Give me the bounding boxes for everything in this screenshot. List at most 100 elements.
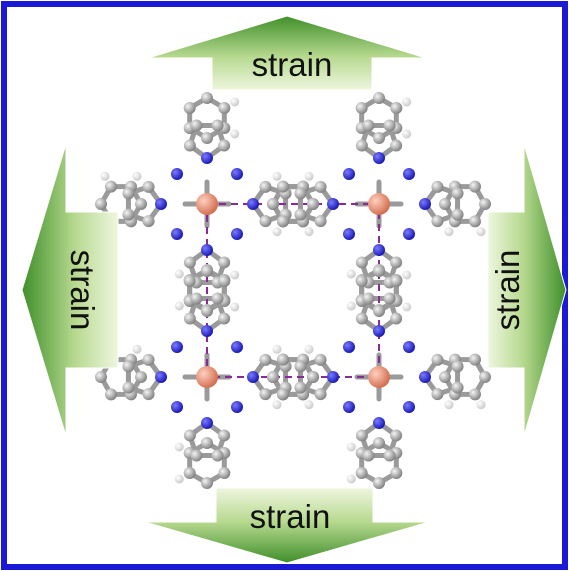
carbon-atom [294,381,307,394]
carbon-atom [431,388,444,401]
carbon-atom [183,256,196,269]
carbon-atom [373,437,385,449]
hydrogen-atom [272,400,282,410]
carbon-atom [314,180,327,193]
hydrogen-atom [346,301,356,311]
hydrogen-atom [132,171,142,181]
carbon-atom [469,215,481,228]
carbon-atom [439,371,451,383]
carbon-atom [390,102,403,114]
carbon-atom [314,388,327,401]
nitrogen-atom [201,417,213,429]
carbon-atom [211,119,224,132]
unit-cell-square [206,203,380,378]
hydrogen-atom [402,97,412,107]
carbon-atom [294,360,307,373]
carbon-atom [122,381,135,394]
carbon-atom [277,215,289,228]
nitrogen-atom [231,168,243,180]
bond-layer [98,95,488,486]
nitrogen-atom [231,228,243,240]
carbon-atom [142,353,155,366]
carbon-atom [390,256,403,269]
carbon-atom [390,312,403,325]
carbon-atom [201,305,213,317]
carbon-atom [469,353,481,366]
hydrogen-atom [304,400,314,410]
nitrogen-atom [231,401,243,413]
hydrogen-atom [476,400,486,410]
carbon-atom [390,467,403,479]
hydrogen-atom [304,344,314,354]
hydrogen-atom [132,344,142,354]
metal-atom [196,366,218,388]
nitrogen-atom [403,228,415,240]
carbon-atom [135,371,147,383]
hydrogen-atom [272,171,282,181]
carbon-atom [373,477,385,489]
carbon-atom [307,371,319,383]
carbon-atom [314,215,327,228]
carbon-atom [190,449,203,462]
carbon-atom [142,388,155,401]
right-strain-label: strain [489,250,526,331]
carbon-atom [362,119,375,132]
nitrogen-atom [343,401,355,413]
nitrogen-atom [171,168,183,180]
carbon-atom [277,353,289,366]
hydrogen-atom [402,129,412,139]
nitrogen-atom [231,341,243,353]
nitrogen-atom [403,341,415,353]
hydrogen-atom [230,97,240,107]
top-strain-arrow: strain [147,15,427,91]
carbon-atom [183,429,196,442]
carbon-atom [183,275,196,287]
bottom-strain-arrow: strain [144,487,430,564]
carbon-atom [307,198,319,210]
carbon-atom [469,180,481,193]
nitrogen-atom [373,244,385,256]
nitrogen-atom [201,244,213,256]
hydrogen-atom [304,171,314,181]
nitrogen-atom [403,401,415,413]
carbon-atom [451,208,464,221]
carbon-atom [190,119,203,132]
carbon-atom [218,429,231,442]
metal-atom [368,193,390,215]
hydrogen-atom [272,227,282,237]
hydrogen-atom [346,442,356,452]
carbon-atom [95,371,107,383]
left-strain-arrow: strain [21,143,119,437]
nitrogen-atom [419,371,431,383]
bottom-strain-label: strain [250,498,331,535]
hydrogen-atom [444,227,454,237]
carbon-atom [201,92,213,104]
hydrogen-atom [402,270,412,280]
nitrogen-atom [327,198,339,210]
nitrogen-atom [343,341,355,353]
carbon-atom [294,208,307,221]
hydrogen-atom [476,227,486,237]
carbon-atom [355,139,368,152]
carbon-atom [277,388,289,401]
carbon-atom [95,198,107,210]
carbon-atom [451,187,464,200]
carbon-atom [439,198,451,210]
nitrogen-atom [171,341,183,353]
nitrogen-atom [403,168,415,180]
hydrogen-atom [230,270,240,280]
carbon-atom [277,180,289,193]
atom-layer [95,92,491,489]
carbon-atom [218,256,231,269]
carbon-atom [373,305,385,317]
hydrogen-atom [402,302,412,312]
carbon-atom [105,388,117,401]
carbon-atom [259,353,272,366]
carbon-atom [211,292,224,305]
hydrogen-atom [174,442,184,452]
right-strain-arrow: strain [487,143,567,437]
hydrogen-atom [174,474,184,484]
hydrogen-atom [174,269,184,279]
nitrogen-atom [171,401,183,413]
